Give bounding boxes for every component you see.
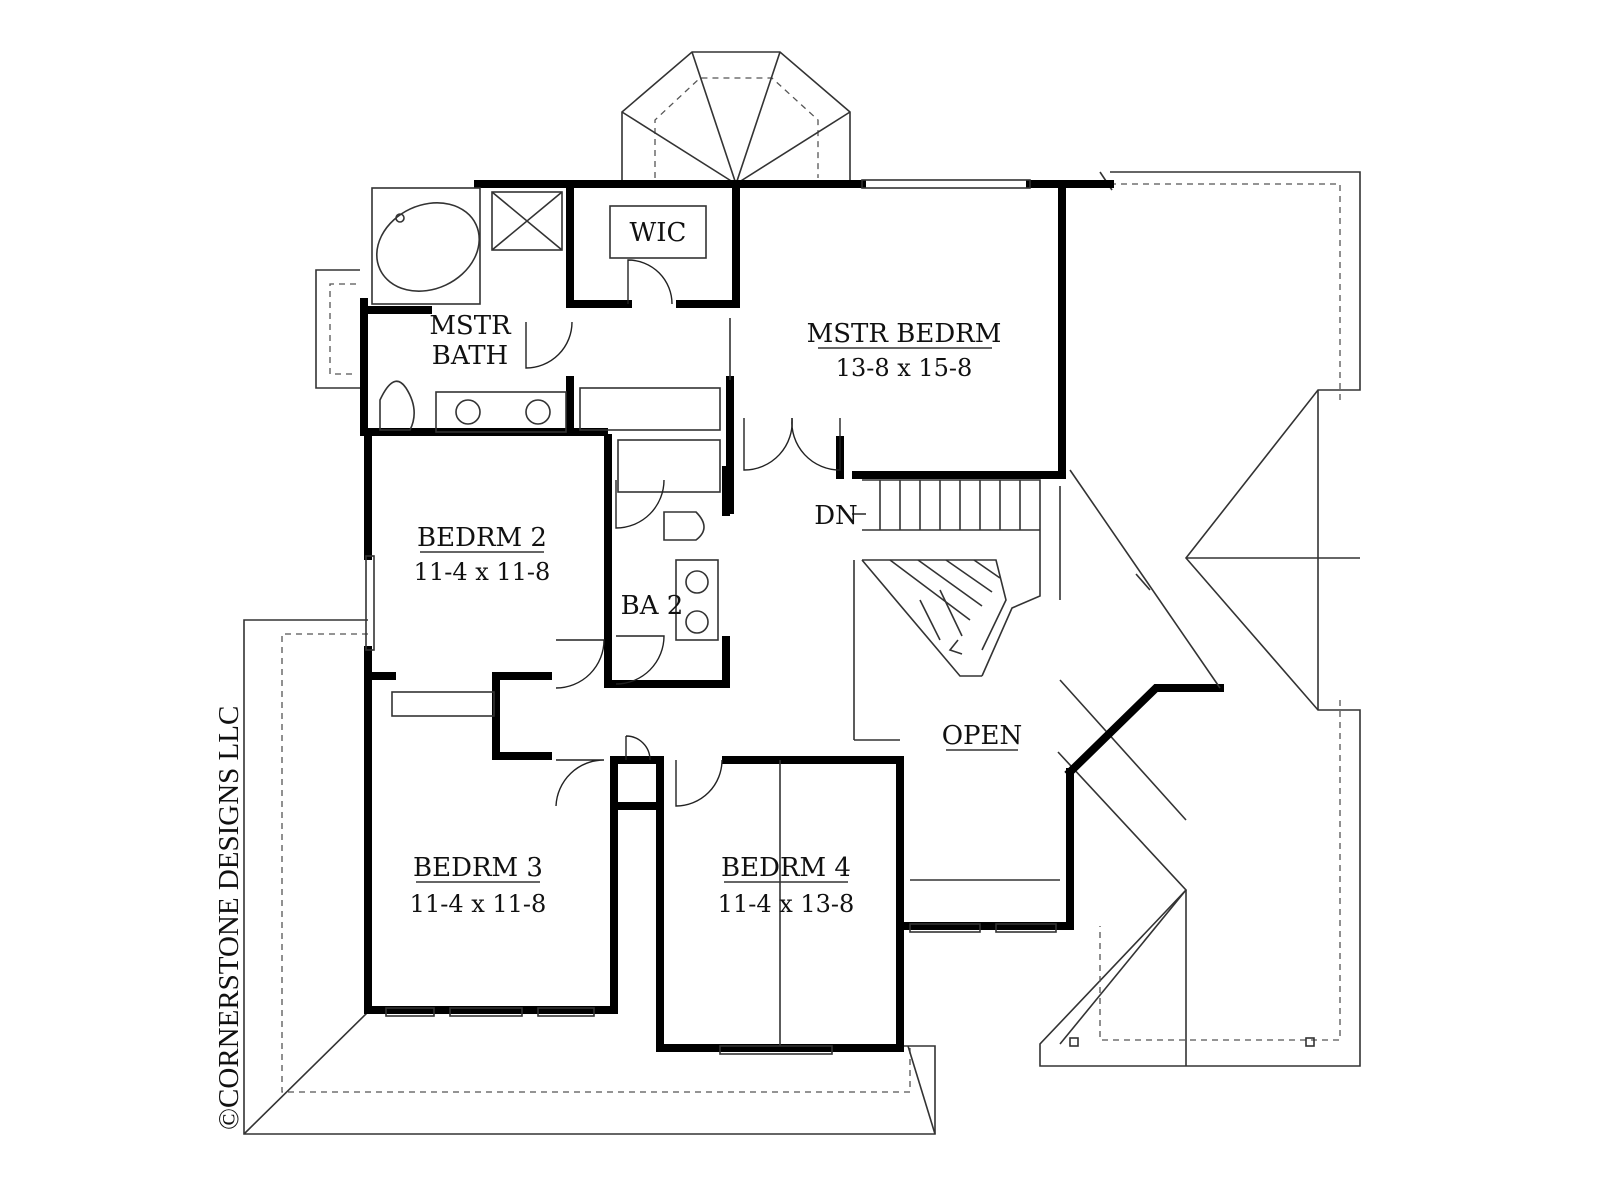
bathtub: [375, 202, 481, 292]
ba2-label: BA 2: [621, 591, 684, 621]
dn-label: DN: [814, 501, 858, 531]
bedrm3-size: 11-4 x 11-8: [410, 890, 547, 918]
shower: [491, 191, 563, 251]
stairs: [852, 469, 1221, 689]
bedrm3-label: BEDRM 3: [413, 853, 543, 883]
bedrm4-size: 11-4 x 13-8: [718, 890, 855, 918]
wic-label: WIC: [630, 218, 687, 248]
toilet: [379, 380, 415, 431]
vanity: [435, 391, 567, 433]
open-label: OPEN: [942, 721, 1023, 751]
doors: [525, 259, 841, 807]
bedrm4-label: BEDRM 4: [721, 853, 851, 883]
room-labels: WIC MSTR BATH MSTR BEDRM 13-8 x 15-8 BED…: [213, 218, 1022, 1130]
mstr-bedrm-label: MSTR BEDRM: [807, 319, 1002, 349]
roof-outline: [243, 51, 1361, 1135]
mstr-bath-label-line1: MSTR: [429, 311, 512, 341]
fixtures: [365, 179, 1060, 1055]
mstr-bedrm-size: 13-8 x 15-8: [836, 354, 973, 382]
copyright-text: ©CORNERSTONE DESIGNS LLC: [213, 706, 245, 1130]
walls: [360, 180, 1224, 1052]
mstr-bath-label-line2: BATH: [432, 341, 508, 371]
bedrm2-size: 11-4 x 11-8: [414, 558, 551, 586]
bedrm2-label: BEDRM 2: [417, 523, 547, 553]
